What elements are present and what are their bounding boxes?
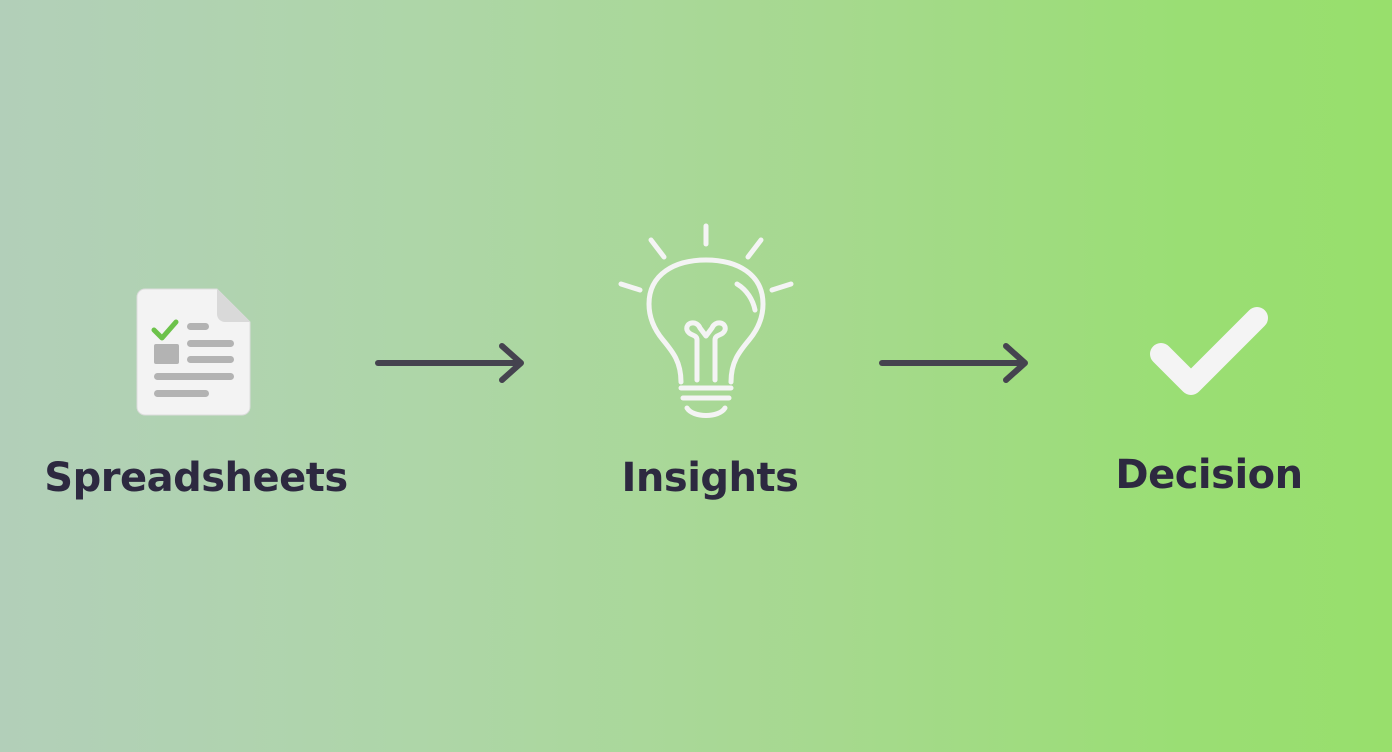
step-label-decision: Decision [1115, 452, 1303, 498]
spreadsheet-document-icon [136, 288, 251, 416]
step-label-spreadsheets: Spreadsheets [44, 455, 348, 501]
arrow-right-icon [879, 343, 1028, 383]
checkmark-icon [1150, 307, 1268, 395]
step-label-insights: Insights [621, 455, 799, 501]
arrow-right-icon [375, 343, 524, 383]
lightbulb-icon [618, 223, 794, 418]
